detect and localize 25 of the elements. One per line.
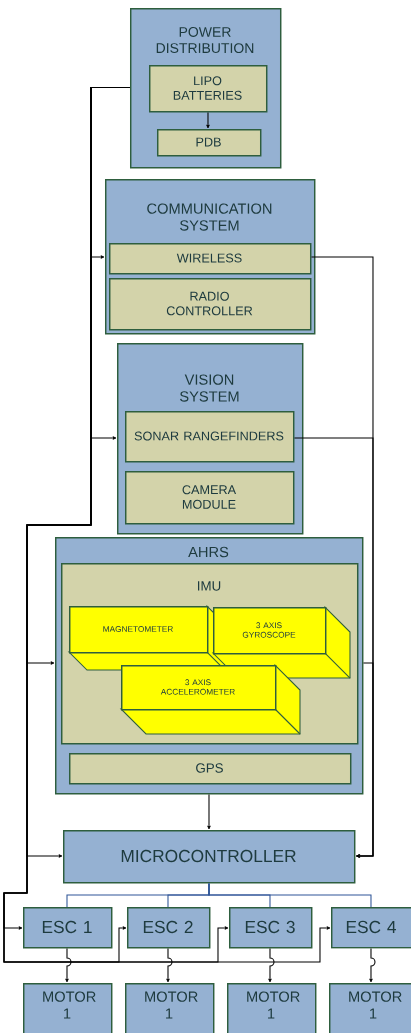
esc-box: ESC 3 [229,907,313,949]
component-box: PDB [157,129,262,157]
connector-line [208,882,372,908]
component-box: CAMERA MODULE [125,471,295,525]
arrow [369,947,376,983]
controller-box: MICROCONTROLLER [63,830,356,884]
component-box: LIPO BATTERIES [149,65,268,113]
motor-box: MOTOR 1 [125,983,215,1033]
component-box: RADIO CONTROLLER [109,278,312,331]
esc-box: ESC 2 [127,907,211,949]
motor-box: MOTOR 1 [329,983,411,1033]
esc-box: ESC 1 [23,907,113,949]
arrow [207,793,211,830]
arrow [268,947,275,983]
arrow [206,111,210,129]
component-box: WIRELESS [109,243,312,275]
component-box: GPS [69,753,352,785]
component-box: SONAR RANGEFINDERS [125,411,295,463]
esc-box: ESC 4 [331,907,411,949]
arrow [3,87,331,963]
motor-box: MOTOR 1 [227,983,317,1033]
motor-box: MOTOR 1 [23,983,113,1033]
arrow [65,947,72,983]
arrow [166,947,173,983]
arrow [356,662,374,858]
